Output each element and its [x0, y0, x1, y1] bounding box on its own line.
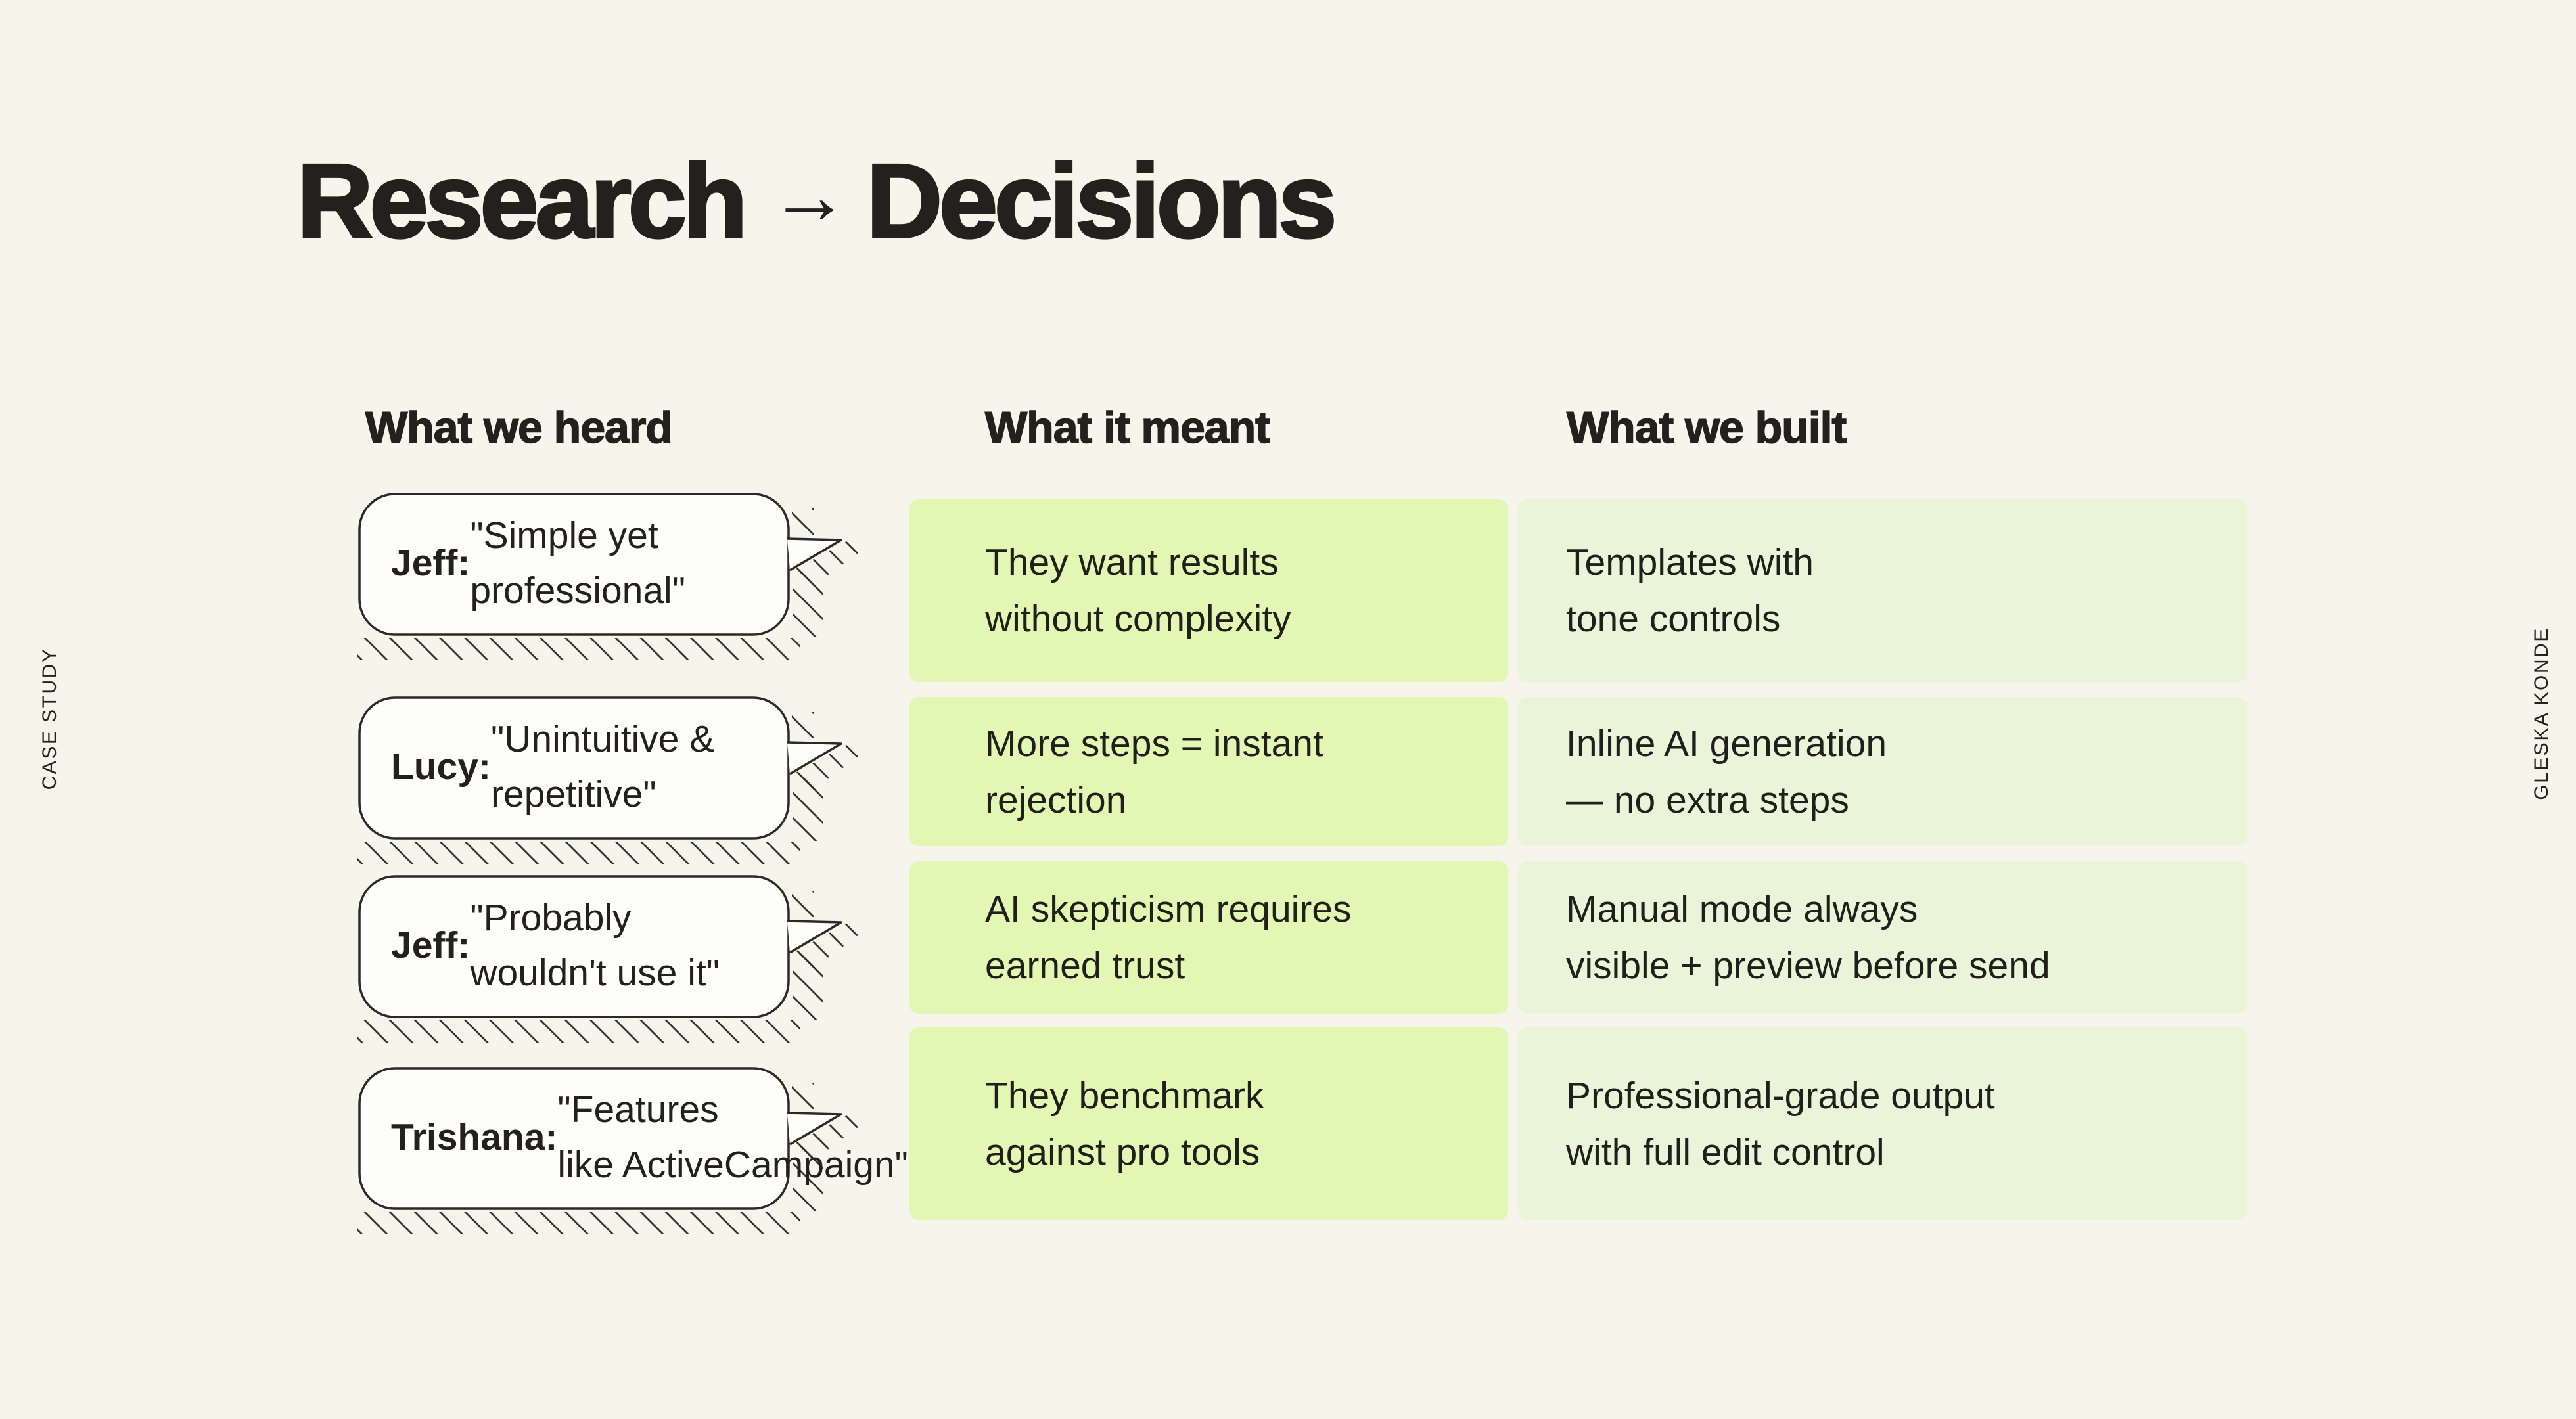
side-label-case-study: CASE STUDY [39, 647, 60, 790]
speech-bubble-tail [787, 741, 842, 775]
speech-bubble-tail [787, 920, 842, 954]
built-cell-row-4: Professional-grade output with full edit… [1518, 1027, 2247, 1220]
meant-cell-row-3: AI skepticism requires earned trust [909, 861, 1508, 1014]
meant-cell-row-2: More steps = instant rejection [909, 697, 1508, 846]
speaker-name: Jeff: [391, 924, 471, 966]
title-word-research: Research [296, 142, 748, 259]
quote-text: Jeff: "Simple yet professional" [391, 491, 812, 635]
speech-bubble-tail [787, 537, 842, 572]
quote-text: Lucy: "Unintuitive & repetitive" [391, 695, 812, 838]
speech-bubble-graphic [357, 875, 862, 1043]
quote-body: "Probably wouldn't use it" [470, 897, 720, 994]
speech-bubble-tail [787, 1112, 842, 1146]
speech-bubble-graphic [357, 493, 862, 660]
speech-bubble-row-2: Lucy: "Unintuitive & repetitive" [357, 695, 876, 872]
title-word-decisions: Decisions [865, 142, 1338, 259]
hatch-shadow-top-right [792, 508, 814, 535]
quote-text: Trishana: "Features like ActiveCampaign" [391, 1066, 908, 1209]
column-header-what-it-meant: What it meant [984, 402, 1270, 453]
quote-text: Jeff: "Probably wouldn't use it" [391, 874, 812, 1017]
built-cell-row-2: Inline AI generation — no extra steps [1518, 697, 2247, 846]
speech-bubble-row-4: Trishana: "Features like ActiveCampaign" [357, 1066, 908, 1243]
meant-cell-row-1: They want results without complexity [909, 499, 1508, 682]
hatch-shadow-bottom [357, 638, 800, 660]
quote-body: "Features like ActiveCampaign" [557, 1089, 908, 1186]
side-label-author: GLESKA KONDE [2531, 627, 2552, 800]
built-cell-row-3: Manual mode always visible + preview bef… [1518, 861, 2247, 1014]
speaker-name: Lucy: [391, 746, 492, 788]
hatch-shadow-tail [789, 541, 862, 591]
column-header-what-we-built: What we built [1566, 402, 1847, 453]
meant-cell-row-4: They benchmark against pro tools [909, 1027, 1508, 1220]
speech-bubble-row-1: Jeff: "Simple yet professional" [357, 491, 876, 669]
built-cell-row-1: Templates with tone controls [1518, 499, 2247, 682]
speech-bubble-graphic [357, 696, 862, 864]
quote-body: "Simple yet professional" [470, 514, 685, 612]
column-header-what-we-heard: What we heard [365, 402, 673, 453]
arrow-right-icon: → [769, 151, 850, 240]
speech-bubble-graphic [357, 1067, 862, 1234]
speaker-name: Trishana: [391, 1116, 558, 1158]
page-title: Research → Decisions [296, 142, 1338, 259]
speech-bubble-row-3: Jeff: "Probably wouldn't use it" [357, 874, 876, 1051]
quote-body: "Unintuitive & repetitive" [491, 718, 715, 815]
speaker-name: Jeff: [391, 542, 471, 584]
